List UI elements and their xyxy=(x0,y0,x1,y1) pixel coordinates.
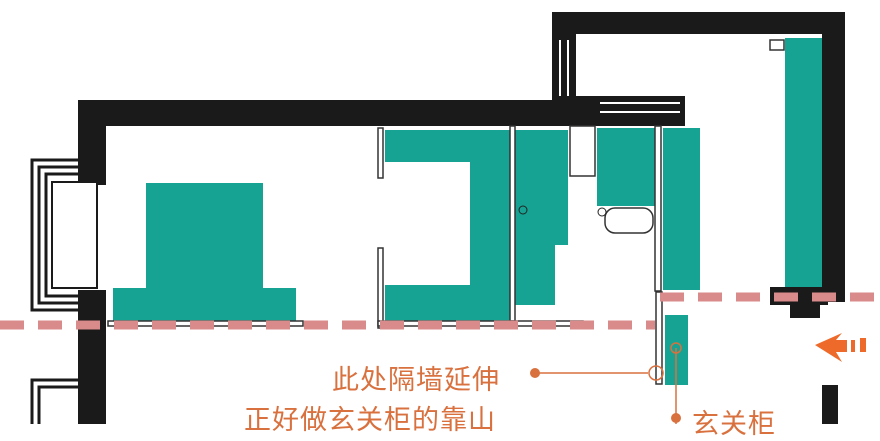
arrow-down-left-icon xyxy=(815,333,866,362)
desk-side xyxy=(470,160,510,290)
walls xyxy=(78,12,845,424)
bath-counter xyxy=(597,128,655,206)
wardrobe-lower xyxy=(515,245,555,305)
annotation-partition-line2: 正好做玄关柜的靠山 xyxy=(244,405,496,436)
leader-lines xyxy=(535,342,682,424)
bay-window xyxy=(30,158,78,424)
drain-icon xyxy=(518,205,528,215)
desk-bottom xyxy=(385,285,510,321)
bed-base xyxy=(113,288,296,322)
drain-icon xyxy=(597,207,607,217)
dashed-axis xyxy=(0,292,880,330)
bath-cabinet xyxy=(663,128,700,290)
annotation-partition-line1: 此处隔墙延伸 xyxy=(332,365,500,396)
furniture xyxy=(113,38,822,385)
windows xyxy=(559,40,680,113)
floor-plan xyxy=(0,12,880,424)
annotation-entry-cabinet: 玄关柜 xyxy=(692,409,776,440)
wardrobe xyxy=(515,130,568,245)
room-cabinet xyxy=(785,38,822,290)
bed xyxy=(146,183,263,290)
desk-top xyxy=(385,130,510,162)
